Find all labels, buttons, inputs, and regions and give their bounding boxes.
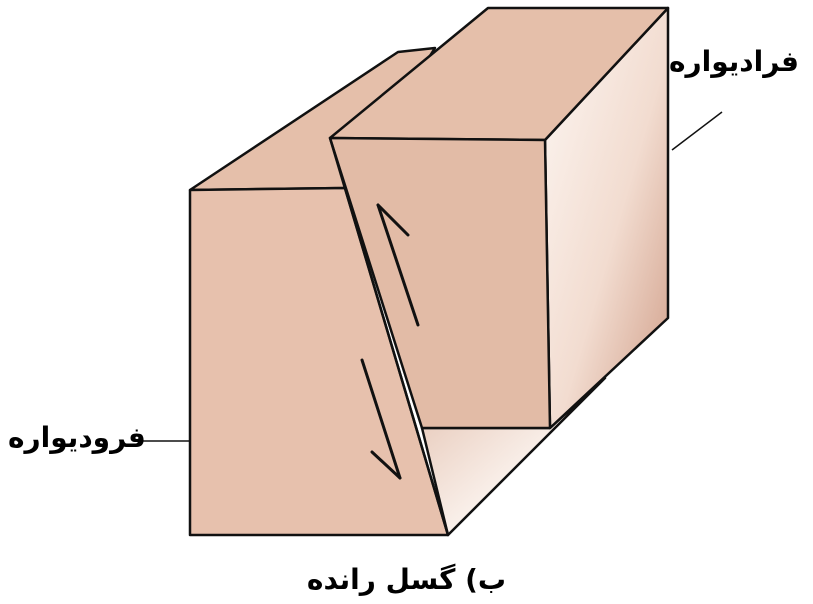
fault-trace-line (328, 137, 450, 536)
figure-caption: ب) گسل رانده (306, 563, 507, 596)
footwall-slip-arrow (360, 358, 402, 480)
hangingwall-slip-arrow (376, 203, 420, 327)
foot-wall-label: فرودیواره (8, 421, 146, 454)
hanging-wall-label: فرادیواره (668, 45, 799, 78)
hangingwall-leader-line (671, 111, 723, 151)
